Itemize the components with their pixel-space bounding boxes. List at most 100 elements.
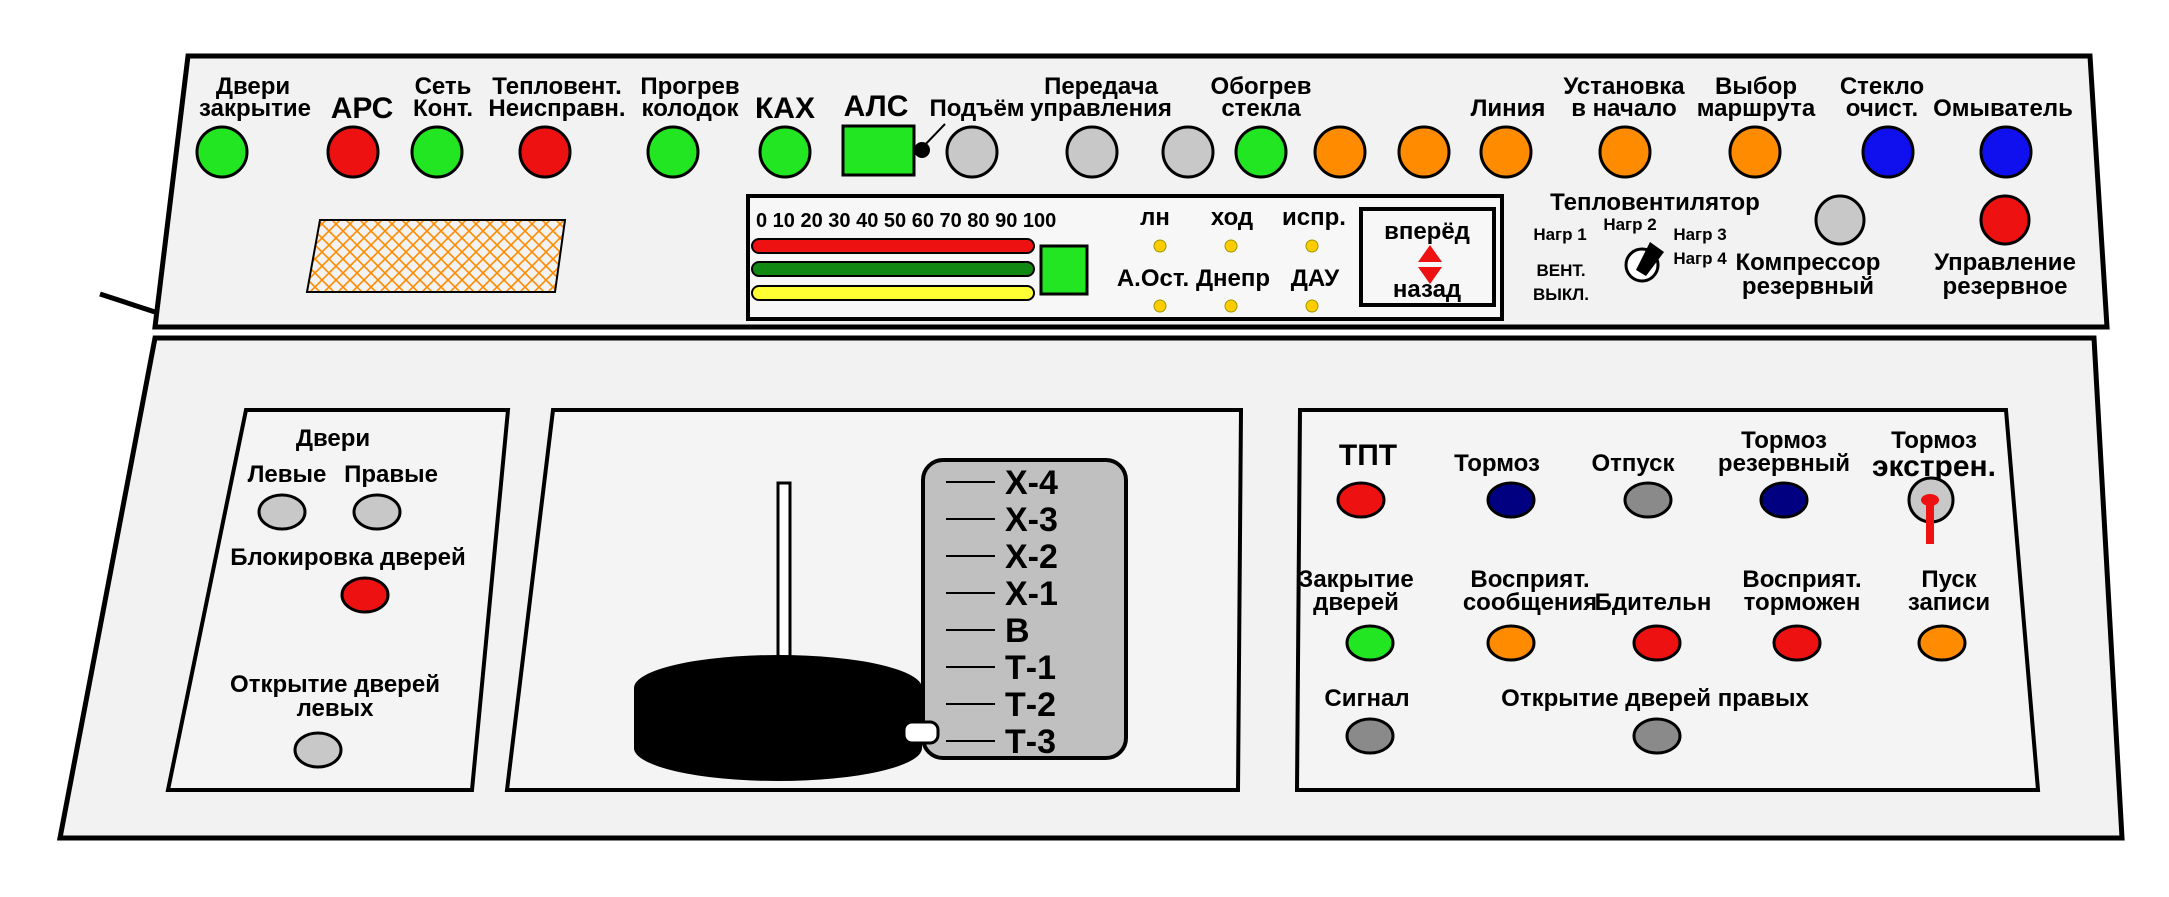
brake-ack-button[interactable]	[1772, 624, 1822, 662]
vent-label: ВЕНТ.	[1536, 261, 1585, 280]
ln-label: лн	[1140, 204, 1170, 231]
compressor-label-2: резервный	[1742, 273, 1874, 300]
signal-button[interactable]	[1345, 717, 1395, 755]
controller-pointer	[902, 720, 940, 745]
orange-button-2[interactable]	[1397, 125, 1451, 179]
transfer-control-label-2: управления	[1030, 95, 1172, 122]
emergency-brake-label: Тормоз	[1891, 427, 1977, 454]
speed-scale: 0 10 20 30 40 50 60 70 80 90 100	[756, 210, 1056, 232]
doors-closed-label: Двери	[216, 73, 290, 100]
brake-panel	[1294, 408, 2041, 792]
brake-reserve-button[interactable]	[1759, 481, 1809, 519]
a-ost-dot	[1153, 299, 1167, 313]
lift-label: Подъём	[929, 95, 1024, 122]
brake-ack-label-2: торможен	[1744, 589, 1861, 616]
transfer-control-button[interactable]	[1065, 125, 1119, 179]
reserve-control-label-2: резервное	[1943, 273, 2068, 300]
open-left-doors-label: Открытие дверей	[230, 671, 440, 698]
doors-left-button[interactable]	[257, 493, 307, 531]
msg-ack-button[interactable]	[1486, 624, 1536, 662]
pads-heat-button[interactable]	[646, 125, 700, 179]
top-panel	[152, 53, 2110, 330]
tpt-lamp	[1336, 481, 1386, 519]
doors-right-button[interactable]	[352, 493, 402, 531]
position-label: Х-3	[1005, 501, 1058, 539]
lift-button[interactable]	[945, 125, 999, 179]
rec-start-button[interactable]	[1917, 624, 1967, 662]
doors-closed-label-2: закрытие	[199, 95, 311, 122]
transfer-control-button-2[interactable]	[1161, 125, 1215, 179]
brake-reserve-label: Тормоз	[1741, 427, 1827, 454]
route-button[interactable]	[1728, 125, 1782, 179]
open-left-doors-label-2: левых	[297, 695, 375, 722]
reserve-control-button[interactable]	[1979, 194, 2031, 246]
open-left-doors-button[interactable]	[293, 731, 343, 769]
dau-dot	[1305, 299, 1319, 313]
release-button[interactable]	[1623, 481, 1673, 519]
net-lamp	[410, 125, 464, 179]
reserve-control-label: Управление	[1934, 249, 2076, 276]
direction-back-label: назад	[1393, 276, 1461, 303]
arrow-up-icon	[1418, 245, 1442, 262]
kah-label: КАХ	[755, 92, 815, 125]
controller-shaft	[776, 481, 792, 670]
emergency-brake-handle-tip	[1921, 494, 1939, 506]
compressor-label: Компрессор	[1736, 249, 1881, 276]
wiper-label: Стекло	[1840, 73, 1924, 100]
washer-label: Омыватель	[1933, 95, 2073, 122]
rec-start-label-2: записи	[1908, 589, 1990, 616]
arrow-down-icon	[1418, 267, 1442, 284]
doors-left-label: Левые	[248, 461, 327, 488]
net-label-2: Конт.	[413, 95, 473, 122]
dnepr-label: Днепр	[1196, 265, 1270, 292]
wiper-label-2: очист.	[1846, 95, 1918, 122]
wiper-button[interactable]	[1861, 125, 1915, 179]
rec-start-label: Пуск	[1921, 566, 1977, 593]
glass-heat-label-2: стекла	[1221, 95, 1301, 122]
orange-button-1[interactable]	[1313, 125, 1367, 179]
emergency-brake-handle[interactable]	[1926, 500, 1934, 544]
position-label: Т-1	[1005, 649, 1056, 687]
ln-dot	[1153, 239, 1167, 253]
vent-off-label: ВЫКЛ.	[1533, 285, 1589, 304]
glass-heat-label: Обогрев	[1211, 73, 1312, 100]
controller-handle-bottom[interactable]	[634, 715, 922, 781]
brake-button[interactable]	[1486, 481, 1536, 519]
position-label: В	[1005, 612, 1030, 650]
heatvent-fault-lamp	[518, 125, 572, 179]
line-button[interactable]	[1479, 125, 1533, 179]
als-switch[interactable]	[841, 124, 916, 177]
als-label: АЛС	[844, 90, 909, 123]
dau-label: ДАУ	[1291, 265, 1341, 292]
door-lock-button[interactable]	[340, 576, 390, 614]
ars-label: АРС	[331, 92, 394, 125]
transfer-control-label: Передача	[1044, 73, 1159, 100]
heatvent-fault-label-2: Неисправн.	[488, 95, 625, 122]
heat-2-label: Нагр 2	[1603, 215, 1656, 234]
compressor-reserve-button[interactable]	[1814, 194, 1866, 246]
heatvent-title: Тепловентилятор	[1550, 189, 1760, 216]
controller-position-plate	[921, 458, 1128, 760]
pads-heat-label-2: колодок	[642, 95, 740, 122]
close-doors-label-2: дверей	[1313, 589, 1399, 616]
kah-button[interactable]	[758, 125, 812, 179]
controller-positions: Х-4Х-3Х-2Х-1ВТ-1Т-2Т-3	[946, 464, 1058, 761]
a-ost-label: А.Ост.	[1117, 265, 1189, 292]
msg-ack-label: Восприят.	[1470, 566, 1589, 593]
route-label-2: маршрута	[1697, 95, 1816, 122]
close-doors-button[interactable]	[1345, 624, 1395, 662]
glass-heat-button[interactable]	[1234, 125, 1288, 179]
signal-label: Сигнал	[1324, 685, 1409, 712]
als-toggle-knob[interactable]	[914, 142, 930, 158]
ars-lamp	[326, 125, 380, 179]
ispr-label: испр.	[1282, 204, 1346, 231]
open-right-doors-button[interactable]	[1632, 717, 1682, 755]
washer-button[interactable]	[1979, 125, 2033, 179]
reset-label: Установка	[1563, 73, 1685, 100]
tpt-label: ТПТ	[1339, 439, 1397, 472]
line-label: Линия	[1471, 95, 1546, 122]
reset-button[interactable]	[1598, 125, 1652, 179]
vigilance-button[interactable]	[1632, 624, 1682, 662]
door-lock-label: Блокировка дверей	[230, 544, 466, 571]
